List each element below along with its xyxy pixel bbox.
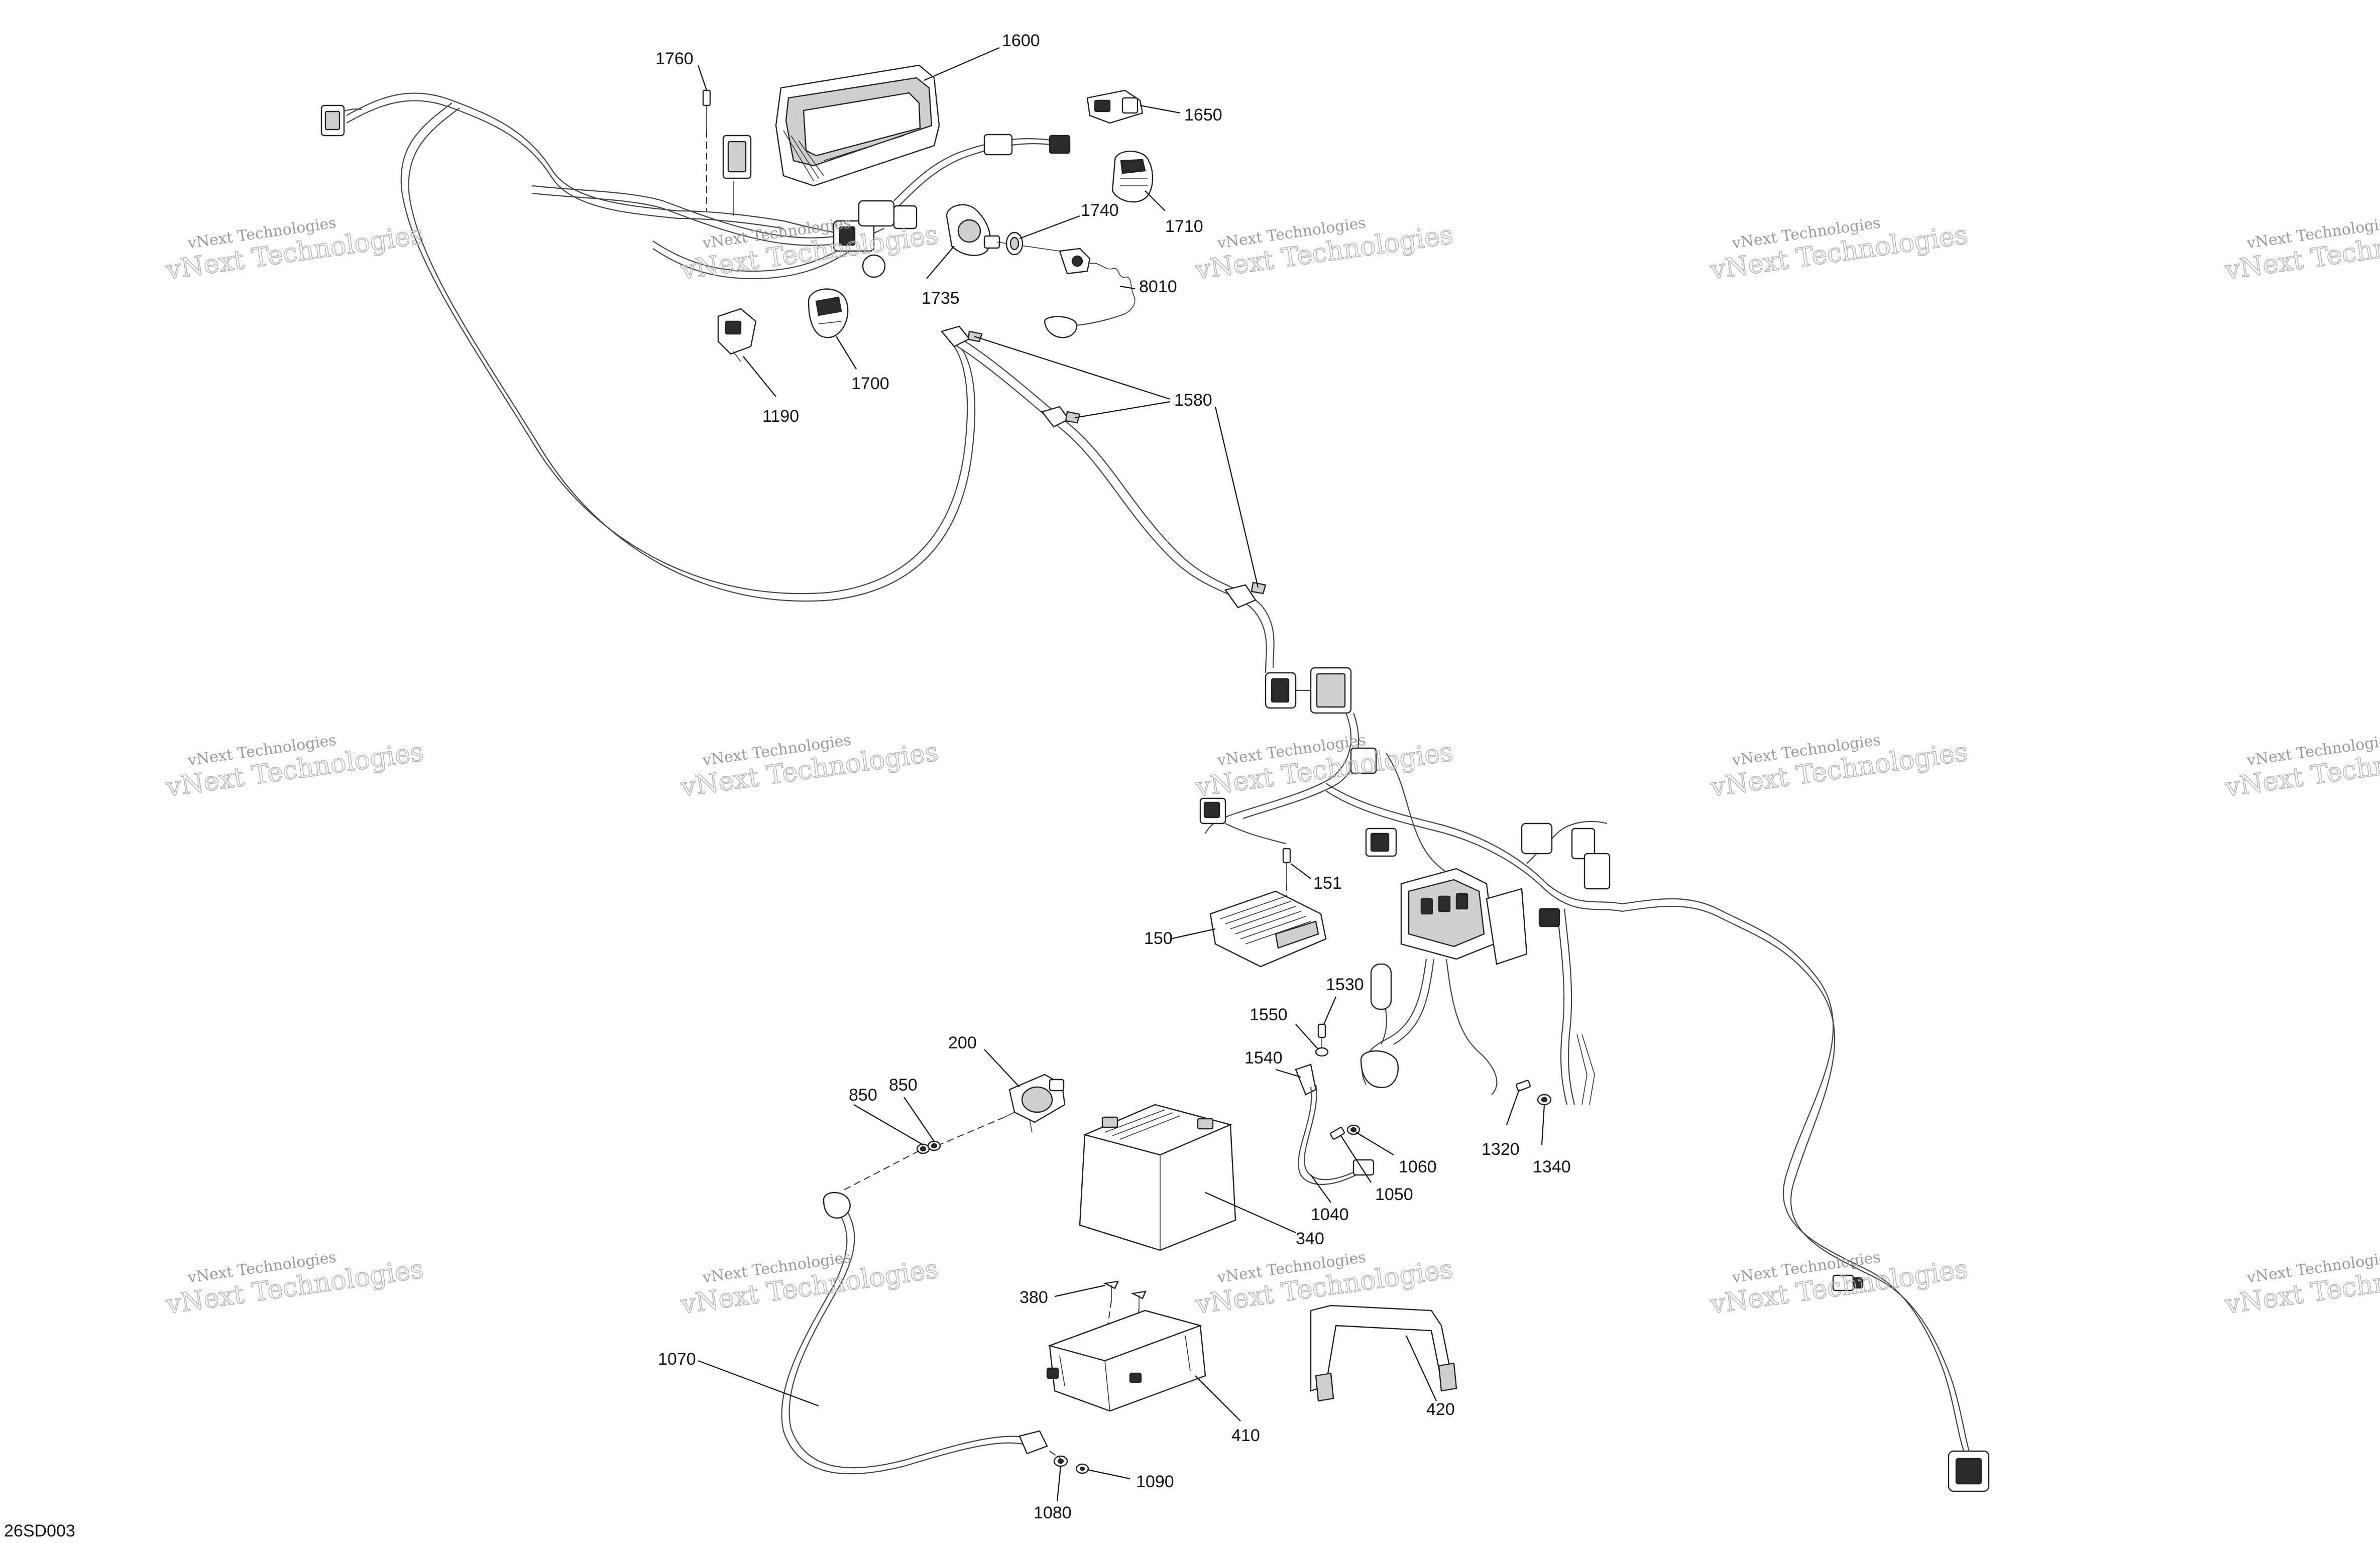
- callout-1530: 1530: [1326, 975, 1364, 994]
- watermark: vNext Technologies vNext Technologies: [678, 731, 940, 803]
- callout-1080: 1080: [1034, 1503, 1072, 1522]
- watermark: vNext Technologies vNext Technologies: [1708, 1248, 1970, 1320]
- callout-1710: 1710: [1165, 217, 1203, 236]
- part-850-nut-b: [927, 1140, 941, 1151]
- callout-1580: 1580: [1174, 391, 1212, 410]
- part-1540-bracket: [1295, 1063, 1317, 1096]
- watermark: vNext Technologies vNext Technologies: [1708, 214, 1970, 286]
- watermark: vNext Technologies vNext Technologies: [2222, 1248, 2380, 1320]
- part-1760-screw: [702, 89, 711, 211]
- part-1710-switch: [1111, 151, 1154, 203]
- part-850-nut-a: [916, 1143, 930, 1154]
- part-1090-washer: [1075, 1463, 1089, 1474]
- watermark: vNext Technologies vNext Technologies: [2222, 731, 2380, 803]
- callout-1070: 1070: [658, 1350, 696, 1369]
- part-1070-cable: [781, 1192, 1048, 1475]
- part-151-screw: [1282, 848, 1291, 909]
- callout-850-a: 850: [849, 1086, 877, 1105]
- watermark: vNext Technologies vNext Technologies: [1193, 731, 1455, 803]
- callout-1700: 1700: [851, 374, 889, 393]
- part-1190-sensor: [717, 308, 757, 362]
- callout-420: 420: [1426, 1400, 1455, 1419]
- callout-150: 150: [1144, 929, 1173, 948]
- part-200-solenoid: [1004, 1074, 1066, 1133]
- watermark: vNext Technologies vNext Technologies: [163, 214, 425, 286]
- clip-1580-c: [1224, 581, 1267, 609]
- callout-1050: 1050: [1375, 1185, 1413, 1204]
- part-150-regulator: [1209, 890, 1327, 968]
- watermarks: vNext Technologies vNext Technologies vN…: [163, 214, 2380, 1320]
- watermark: vNext Technologies vNext Technologies: [678, 1248, 940, 1320]
- part-1530-screw: [1317, 1023, 1326, 1049]
- watermark: vNext Technologies vNext Technologies: [163, 1248, 425, 1320]
- callout-1190: 1190: [762, 407, 799, 426]
- callout-850-b: 850: [889, 1076, 918, 1095]
- leader-lines: [697, 47, 1545, 1502]
- center-connector-cluster: [833, 200, 918, 278]
- callout-1650: 1650: [1184, 105, 1222, 125]
- watermark: vNext Technologies vNext Technologies: [1708, 731, 1970, 803]
- watermark: vNext Technologies vNext Technologies: [163, 731, 425, 803]
- callout-1040: 1040: [1311, 1205, 1349, 1224]
- callout-1540: 1540: [1244, 1048, 1283, 1067]
- callout-1760: 1760: [655, 49, 694, 68]
- callout-1600: 1600: [1002, 31, 1040, 50]
- part-1700-connector: [808, 288, 849, 338]
- callout-labels: 1760 1600 1650 1740 1710 1735 8010 1700 …: [655, 31, 1571, 1522]
- lower-harness: [1199, 713, 1990, 1492]
- part-8010-key-tether: [1044, 248, 1136, 338]
- callout-1340: 1340: [1533, 1157, 1571, 1176]
- callout-410: 410: [1231, 1426, 1260, 1445]
- callout-1550: 1550: [1250, 1005, 1288, 1024]
- part-1740-nut: [1005, 231, 1024, 256]
- part-420-strap: [1310, 1304, 1457, 1402]
- callout-1320: 1320: [1482, 1140, 1520, 1159]
- part-1320-screw: [1516, 1080, 1531, 1092]
- watermark: vNext Technologies vNext Technologies: [1193, 214, 1455, 286]
- clip-1580-b: [1041, 406, 1081, 428]
- callout-200: 200: [948, 1033, 977, 1052]
- callout-8010: 8010: [1139, 277, 1177, 296]
- part-1600-gauge-cluster: [775, 64, 940, 187]
- part-340-battery: [1079, 1104, 1236, 1251]
- part-410-battery-tray: [1046, 1310, 1206, 1412]
- callout-1090: 1090: [1136, 1472, 1174, 1491]
- callout-151: 151: [1313, 874, 1342, 893]
- clip-1580-a: [940, 325, 983, 347]
- upper-harness: [320, 92, 1071, 602]
- middle-harness: [940, 325, 1352, 714]
- watermark: vNext Technologies vNext Technologies: [2222, 214, 2380, 286]
- callout-1735: 1735: [922, 289, 960, 308]
- callout-1060: 1060: [1399, 1157, 1437, 1176]
- diagram-code: 26SD003: [4, 1521, 75, 1540]
- part-1080-nut: [1053, 1455, 1068, 1467]
- part-1340-nut: [1537, 1094, 1552, 1106]
- callout-380: 380: [1019, 1288, 1048, 1307]
- fuse-box: [1400, 868, 1528, 965]
- callout-340: 340: [1296, 1229, 1324, 1248]
- part-1550-washer: [1315, 1047, 1329, 1057]
- callout-1740: 1740: [1081, 201, 1119, 220]
- part-1050-screw: [1330, 1127, 1345, 1140]
- part-1650-connector: [1086, 89, 1144, 124]
